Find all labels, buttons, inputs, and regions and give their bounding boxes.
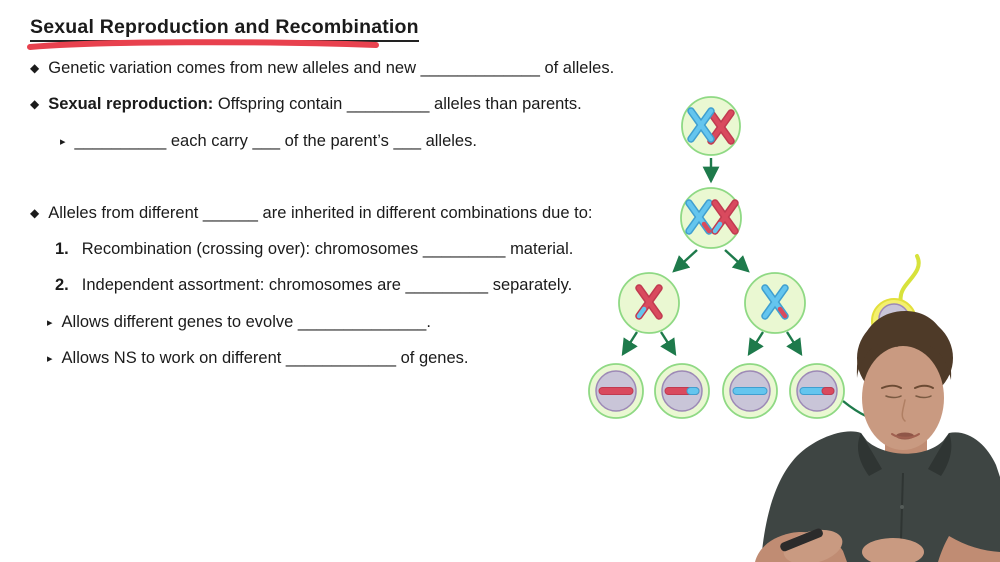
bullet-text: __________ each carry ___ of the parent’… <box>74 132 477 150</box>
instructor-right-arm <box>938 536 1000 562</box>
bullet-text: Allows different genes to evolve _______… <box>61 313 431 331</box>
polo-collar-left <box>857 433 882 476</box>
cell-after-crossover <box>680 187 742 249</box>
subbullet-ns-combinations: ▸ Allows NS to work on different ________… <box>47 349 469 368</box>
bullet-text: Genetic variation comes from new alleles… <box>48 59 615 77</box>
subbullet-gametes-carry: ▸ __________ each carry ___ of the parent… <box>60 132 477 151</box>
bullet-text: Independent assortment: chromosomes are … <box>81 276 573 294</box>
bullet-triangle-icon: ▸ <box>60 136 66 148</box>
gamete-cell-red-blue-tip <box>654 363 710 419</box>
daughter-cell-blue-chromosome <box>744 272 806 334</box>
bullet-alleles-different: ◆ Alleles from different ______ are inher… <box>30 204 592 223</box>
bullet-diamond-icon: ◆ <box>30 206 40 220</box>
held-marker-object <box>780 528 823 552</box>
meiosis-diagram <box>588 96 930 425</box>
bullet-sexual-reproduction: ◆ Sexual reproduction: Offspring contain … <box>30 95 582 114</box>
bullet-diamond-icon: ◆ <box>30 61 40 75</box>
instructor-right-hand <box>862 538 924 562</box>
red-marker-underline-icon <box>27 39 379 50</box>
bullet-bold-lead: Sexual reproduction: <box>48 95 214 113</box>
gamete-cell-blue <box>722 363 778 419</box>
gamete-cell-blue-red-tip <box>789 363 845 419</box>
bullet-genetic-variation: ◆ Genetic variation comes from new allele… <box>30 59 614 78</box>
list-number: 1. <box>55 240 69 258</box>
instructor-hands <box>755 528 1000 562</box>
list-number: 2. <box>55 276 69 294</box>
numbered-item-recombination: 1. Recombination (crossing over): chromos… <box>55 240 573 259</box>
bullet-triangle-icon: ▸ <box>47 353 53 365</box>
instructor-figure <box>755 311 1000 562</box>
parent-cell-crossover <box>681 96 741 156</box>
subbullet-genes-evolve: ▸ Allows different genes to evolve ______… <box>47 313 431 332</box>
bullet-text: Recombination (crossing over): chromosom… <box>81 240 574 258</box>
bullet-text: Alleles from different ______ are inheri… <box>48 204 593 222</box>
bullet-triangle-icon: ▸ <box>47 317 53 329</box>
bullet-diamond-icon: ◆ <box>30 97 40 111</box>
bullet-text: Allows NS to work on different _________… <box>61 349 469 367</box>
polo-collar-right <box>928 433 952 476</box>
gamete-cell-red <box>588 363 644 419</box>
bullet-text: Offspring contain _________ alleles than… <box>213 95 582 113</box>
daughter-cell-red-chromosome <box>618 272 680 334</box>
polo-button <box>900 505 904 509</box>
numbered-item-independent-assortment: 2. Independent assortment: chromosomes ar… <box>55 276 572 295</box>
